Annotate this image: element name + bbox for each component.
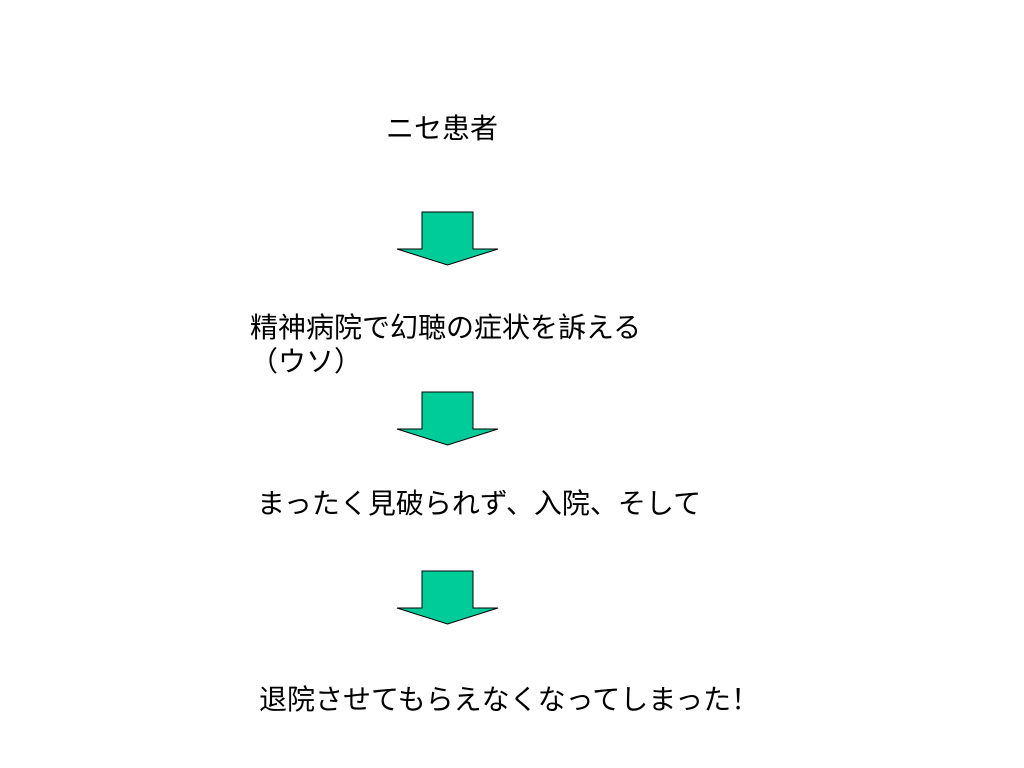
flow-step-admitted: まったく見破られず、入院、そして <box>257 487 701 521</box>
step-text-note: （ウソ） <box>250 345 363 378</box>
flow-step-fake-patient: ニセ患者 <box>386 112 498 146</box>
down-arrow-icon <box>396 570 499 625</box>
flow-step-complain-hallucination: 精神病院で幻聴の症状を訴える （ウソ） <box>250 311 641 379</box>
down-arrow-icon <box>396 391 499 446</box>
step-text: ニセ患者 <box>386 112 499 145</box>
down-arrow-icon <box>396 211 499 266</box>
flow-step-cannot-discharge: 退院させてもらえなくなってしまった！ <box>259 683 759 717</box>
step-text: 退院させてもらえなくなってしまった！ <box>259 683 760 716</box>
step-text: まったく見破られず、入院、そして <box>257 487 702 520</box>
step-text: 精神病院で幻聴の症状を訴える <box>250 311 642 344</box>
